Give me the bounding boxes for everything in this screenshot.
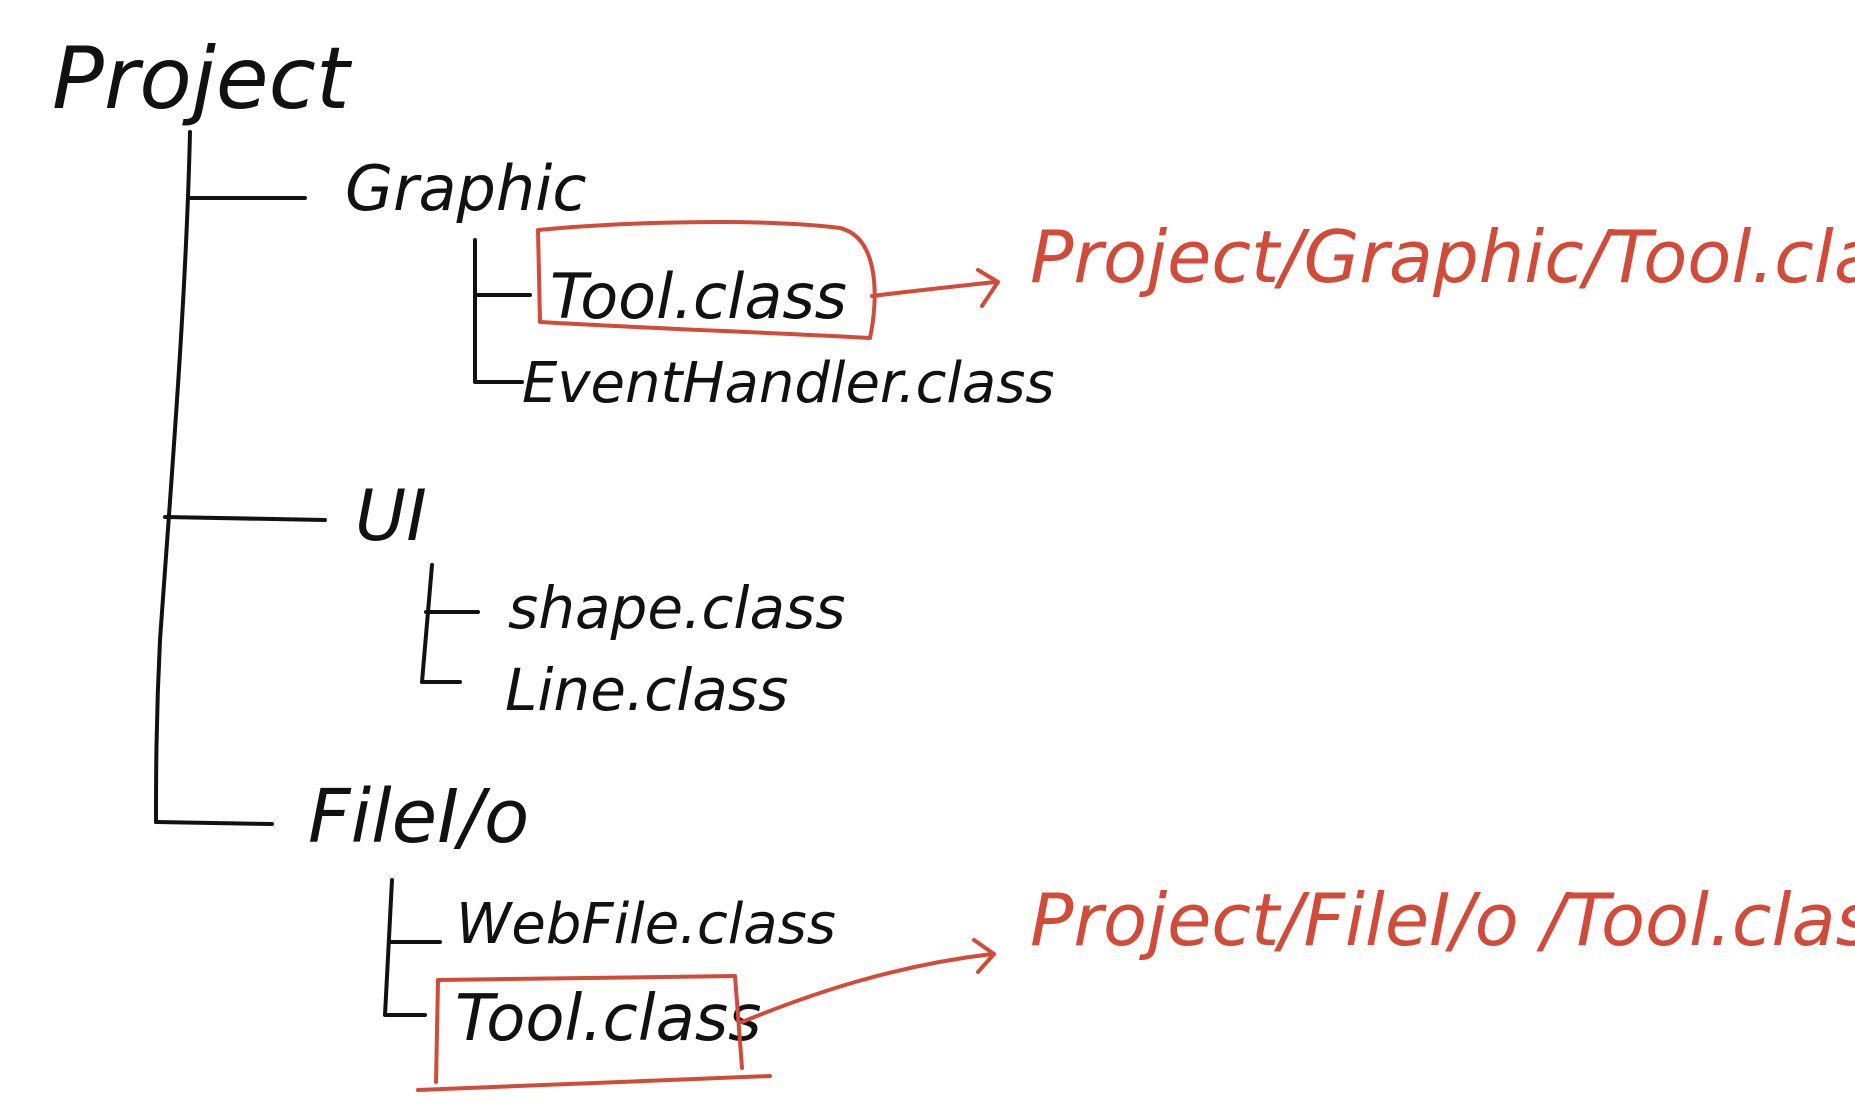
graphic-sub-branch-line bbox=[473, 238, 532, 384]
folder-label-graphic: Graphic bbox=[345, 152, 587, 225]
file-label-graphic-tool: Tool.class bbox=[550, 260, 847, 333]
file-label-ui-shape: shape.class bbox=[508, 574, 845, 642]
branch-ui-line bbox=[163, 515, 327, 522]
root-label: Project bbox=[52, 29, 353, 129]
file-label-fileio-webfile: WebFile.class bbox=[456, 892, 836, 957]
fileio-sub-branch-line bbox=[383, 878, 442, 1017]
arrow-fileio-tool bbox=[740, 938, 996, 1024]
folder-label-ui: UI bbox=[355, 475, 427, 557]
highlight-box-graphic-tool bbox=[536, 220, 877, 340]
file-label-ui-line: Line.class bbox=[505, 656, 788, 724]
highlight-box-fileio-tool bbox=[416, 974, 772, 1092]
folder-label-fileio: FileI/o bbox=[308, 774, 529, 860]
arrow-graphic-tool bbox=[870, 268, 1000, 308]
root-trunk-line bbox=[154, 130, 192, 824]
annotation-path-fileio-tool: Project/FileI/o /Tool.class bbox=[1030, 878, 1855, 962]
file-label-fileio-tool: Tool.class bbox=[455, 982, 762, 1056]
branch-fileio-line bbox=[154, 820, 274, 826]
file-label-graphic-eventhandler: EventHandler.class bbox=[522, 351, 1055, 416]
annotation-path-graphic-tool: Project/Graphic/Tool.class bbox=[1030, 215, 1855, 299]
ui-sub-branch-line bbox=[420, 563, 480, 684]
